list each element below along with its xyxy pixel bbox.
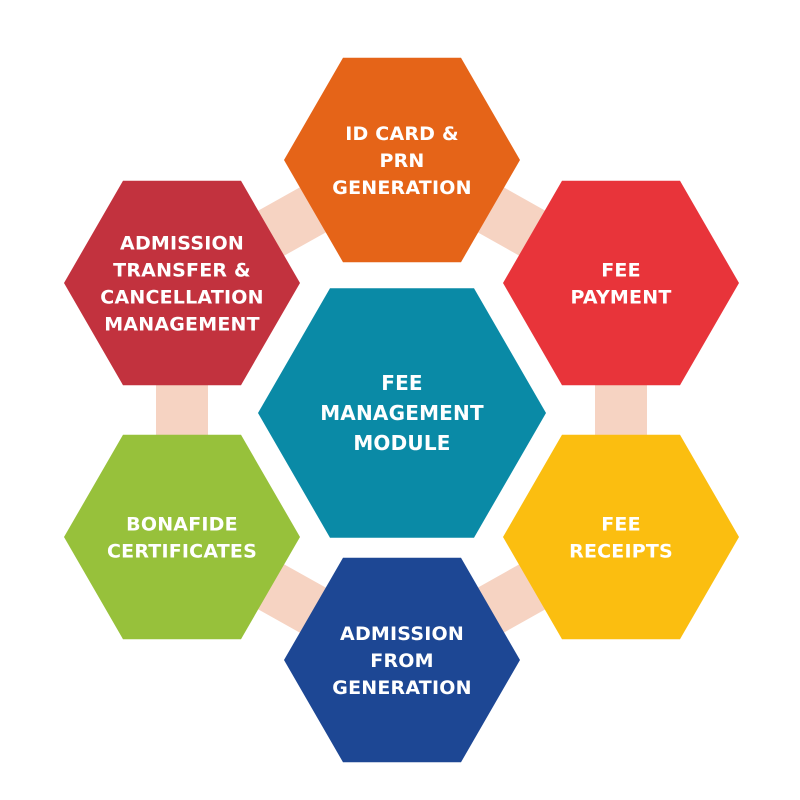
hex-lower-right: FEE RECEIPTS: [503, 434, 739, 640]
hex-top-shape: [284, 57, 520, 263]
hex-center-label-line: MODULE: [353, 431, 450, 455]
hex-upper-right-shape: [503, 180, 739, 386]
hex-center: FEE MANAGEMENT MODULE: [258, 288, 546, 538]
hex-lower-left: BONAFIDE CERTIFICATES: [64, 434, 300, 640]
hex-upper-right: FEE PAYMENT: [503, 180, 739, 386]
hex-lower-right-label-line: RECEIPTS: [569, 541, 673, 563]
hex-lower-right-shape: [503, 434, 739, 640]
hex-center-label-line: FEE: [381, 371, 423, 395]
hex-center-label-line: MANAGEMENT: [320, 401, 484, 425]
hex-top-label-line: PRN: [379, 150, 424, 172]
hex-upper-left-label-line: MANAGEMENT: [104, 314, 260, 336]
hex-bottom-shape: [284, 557, 520, 763]
hex-bottom-label-line: GENERATION: [332, 677, 471, 699]
hex-bottom-label-line: FROM: [370, 650, 433, 672]
hex-bottom-label-line: ADMISSION: [340, 623, 464, 645]
hex-upper-left-label-line: CANCELLATION: [100, 287, 263, 309]
hex-top-label-line: ID CARD &: [345, 123, 459, 145]
hex-upper-right-label-line: PAYMENT: [571, 287, 672, 309]
hex-lower-left-label-line: BONAFIDE: [126, 514, 238, 536]
hex-lower-right-label-line: FEE: [601, 514, 641, 536]
hex-lower-left-label-line: CERTIFICATES: [107, 541, 257, 563]
hex-bottom: ADMISSION FROM GENERATION: [284, 557, 520, 763]
hex-upper-left-label-line: TRANSFER &: [113, 260, 251, 282]
hex-lower-left-shape: [64, 434, 300, 640]
hex-upper-right-label-line: FEE: [601, 260, 641, 282]
hex-center-shape: [258, 288, 546, 538]
hex-upper-left: ADMISSION TRANSFER & CANCELLATION MANAGEMEN…: [64, 180, 300, 386]
hex-top-label-line: GENERATION: [332, 177, 471, 199]
hex-upper-left-shape: [64, 180, 300, 386]
module-hexagons: ID CARD & PRN GENERATION FEE PAYMENT FEE RECEI…: [64, 57, 739, 763]
hex-upper-left-label-line: ADMISSION: [120, 233, 244, 255]
hex-top: ID CARD & PRN GENERATION: [284, 57, 520, 263]
